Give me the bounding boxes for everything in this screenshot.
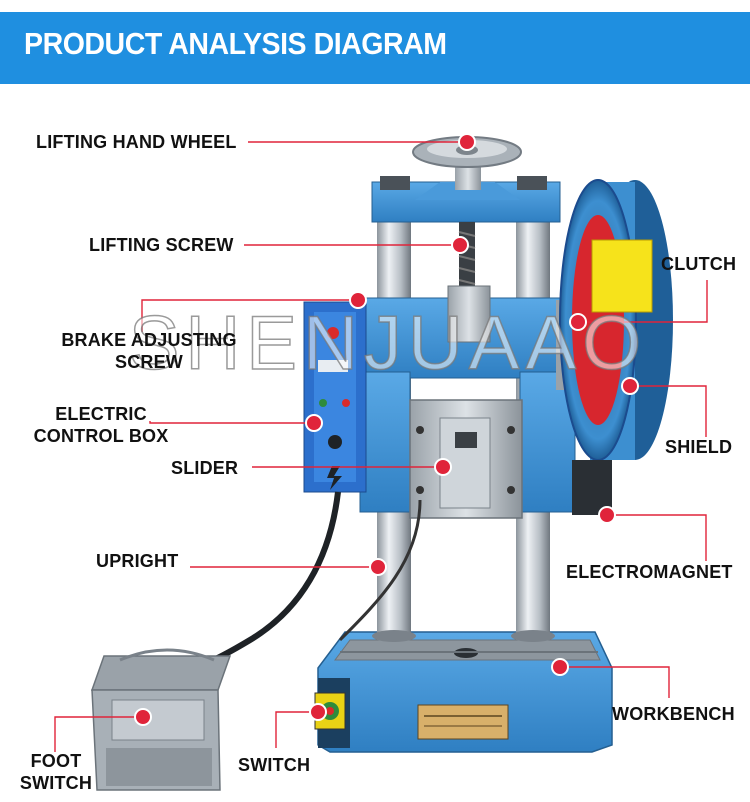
label-shield: SHIELD [665, 437, 733, 457]
marker-control-box [305, 414, 323, 432]
label-brake-adjusting-screw: BRAKE ADJUSTING SCREW [56, 329, 242, 373]
cable-2 [338, 499, 422, 642]
label-brake-line-1: BRAKE ADJUSTING [61, 330, 237, 350]
leader-shield [630, 385, 707, 437]
label-lifting-hand-wheel: LIFTING HAND WHEEL [36, 132, 237, 152]
leader-workbench [560, 666, 670, 698]
foot-switch-unit [90, 648, 232, 791]
leader-control-box [149, 421, 313, 424]
leader-lines [54, 141, 708, 752]
leader-foot-switch [54, 716, 143, 752]
workbench-base [317, 631, 613, 753]
slider-block [409, 399, 523, 519]
label-control-line-1: ELECTRIC [55, 404, 147, 424]
marker-slider [434, 458, 452, 476]
shield-flywheel [559, 179, 673, 515]
marker-hand-wheel [458, 133, 476, 151]
label-upright: UPRIGHT [96, 551, 179, 571]
leader-clutch [578, 280, 708, 323]
marker-brake-screw [349, 291, 367, 309]
label-slider: SLIDER [171, 458, 239, 478]
label-switch: SWITCH [238, 755, 311, 775]
marker-clutch [569, 313, 587, 331]
leader-brake-screw [141, 299, 358, 332]
label-control-line-2: CONTROL BOX [33, 426, 169, 446]
page-title: PRODUCT ANALYSIS DIAGRAM [24, 26, 447, 61]
label-clutch: CLUTCH [661, 254, 737, 274]
label-electromagnet: ELECTROMAGNET [566, 562, 733, 582]
label-foot-line-1: FOOT [30, 751, 82, 771]
cable [174, 491, 341, 672]
marker-switch [309, 703, 327, 721]
marker-foot-switch [134, 708, 152, 726]
marker-lifting-screw [451, 236, 469, 254]
leader-switch [275, 711, 318, 748]
label-lifting-screw: LIFTING SCREW [89, 235, 234, 255]
label-electric-control-box: ELECTRIC CONTROL BOX [28, 403, 174, 447]
marker-electromagnet [598, 506, 616, 524]
callout-markers [134, 133, 639, 726]
marker-workbench [551, 658, 569, 676]
label-foot-switch: FOOT SWITCH [16, 750, 96, 794]
top-bridge [371, 165, 561, 223]
marker-shield [621, 377, 639, 395]
electric-control-box [303, 301, 367, 493]
watermark-text: SHENJUAAO [128, 300, 648, 387]
marker-upright [369, 558, 387, 576]
title-banner: PRODUCT ANALYSIS DIAGRAM [0, 12, 750, 84]
label-foot-line-2: SWITCH [19, 773, 93, 793]
label-brake-line-2: SCREW [115, 352, 183, 372]
label-workbench: WORKBENCH [612, 704, 735, 724]
leader-electromagnet [607, 514, 707, 561]
